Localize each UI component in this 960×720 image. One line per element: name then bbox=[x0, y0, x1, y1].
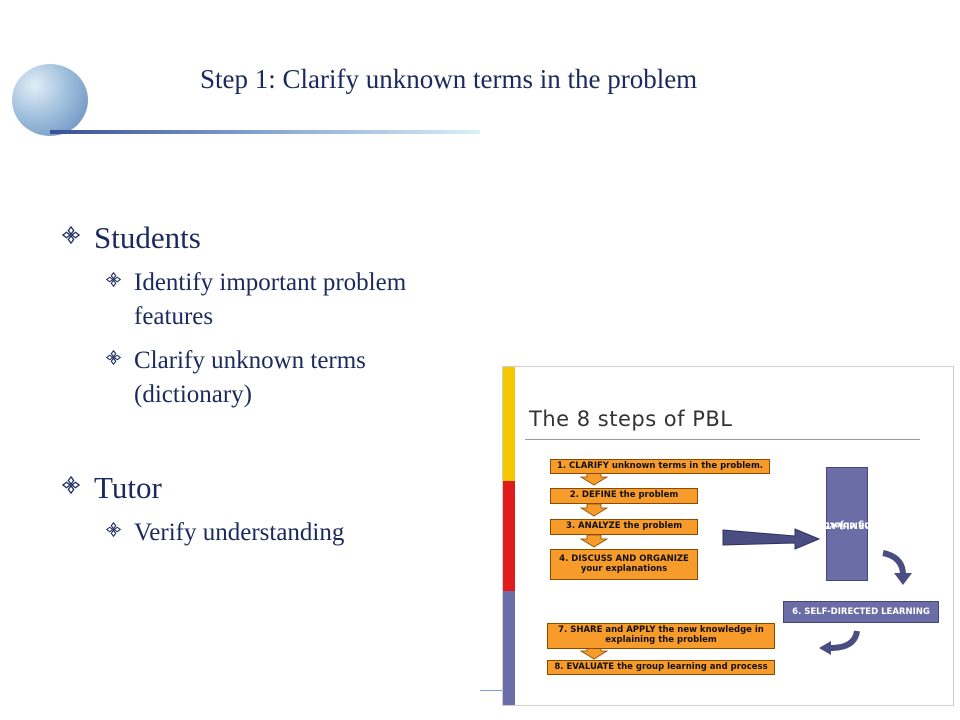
curved-arrow-icon bbox=[882, 550, 906, 576]
step-5-text: 5. FORMULATE your learning objectives bbox=[795, 477, 898, 572]
right-arrow-icon bbox=[722, 528, 821, 550]
step-2-text: 2. DEFINE the problem bbox=[569, 490, 679, 501]
bullet-students-label: Students bbox=[94, 220, 201, 255]
figure-arrows bbox=[579, 472, 912, 660]
down-arrow-icon bbox=[579, 503, 609, 517]
bullet-identify-features-text: Identify important problem features bbox=[134, 269, 407, 330]
bullet-students: Students bbox=[62, 220, 462, 256]
figure-title-rule bbox=[525, 439, 920, 440]
step-5-box: 5. FORMULATE your learning objectives bbox=[795, 467, 898, 581]
step-2-box: 2. DEFINE the problem bbox=[550, 488, 698, 504]
step-1-text: 1. CLARIFY unknown terms in the problem. bbox=[556, 460, 764, 471]
step-4-text-line1: 4. DISCUSS AND ORGANIZE bbox=[559, 553, 689, 564]
step-6-text: 6. SELF-DIRECTED LEARNING bbox=[792, 607, 930, 617]
step-7-box: 7. SHARE and APPLY the new knowledge in … bbox=[547, 623, 775, 649]
figure-title: The 8 steps of PBL bbox=[529, 407, 733, 431]
four-diamond-bullet-icon bbox=[106, 272, 134, 287]
four-diamond-bullet-icon bbox=[106, 522, 134, 537]
bullet-identify-features: Identify important problem features bbox=[106, 266, 462, 334]
step-7-text-line1: 7. SHARE and APPLY the new knowledge in bbox=[558, 625, 764, 636]
step-7-text-line2: explaining the problem bbox=[605, 635, 717, 645]
bullet-tutor-label: Tutor bbox=[94, 470, 162, 505]
down-arrow-icon bbox=[579, 534, 609, 548]
title-underline bbox=[50, 130, 480, 134]
bullet-list: Students Identify important problem feat… bbox=[62, 220, 462, 560]
color-bar-yellow bbox=[503, 367, 515, 481]
step-4-box: 4. DISCUSS AND ORGANIZE your explanation… bbox=[550, 549, 698, 580]
step-3-box: 3. ANALYZE the problem bbox=[550, 519, 698, 535]
slide-title: Step 1: Clarify unknown terms in the pro… bbox=[200, 64, 698, 94]
divider-line bbox=[480, 690, 502, 691]
bullet-clarify-terms: Clarify unknown terms (dictionary) bbox=[106, 344, 462, 412]
four-diamond-bullet-icon bbox=[106, 350, 134, 365]
decorative-circle bbox=[12, 64, 88, 136]
color-bar-purple bbox=[503, 591, 515, 705]
step-6-box: 6. SELF-DIRECTED LEARNING bbox=[783, 601, 939, 623]
step-4-text-line2: your explanations bbox=[580, 563, 668, 574]
step-3-text: 3. ANALYZE the problem bbox=[565, 521, 683, 532]
bullet-verify-understanding-text: Verify understanding bbox=[134, 519, 345, 546]
four-diamond-bullet-icon bbox=[62, 226, 94, 244]
bullet-tutor: Tutor bbox=[62, 470, 462, 506]
step-8-box: 8. EVALUATE the group learning and proce… bbox=[547, 660, 775, 675]
bullet-verify-understanding: Verify understanding bbox=[106, 516, 462, 550]
step-5-text-line2: learning objectives bbox=[806, 519, 898, 530]
color-bar-red bbox=[503, 481, 515, 591]
curved-arrow-icon bbox=[829, 630, 860, 651]
four-diamond-bullet-icon bbox=[62, 476, 94, 494]
bullet-clarify-terms-text: Clarify unknown terms (dictionary) bbox=[134, 347, 366, 408]
pbl-steps-figure: The 8 steps of PBL 1. CLARIFY unknown te… bbox=[502, 366, 954, 706]
down-arrow-icon bbox=[579, 472, 609, 486]
step-8-text: 8. EVALUATE the group learning and proce… bbox=[554, 661, 768, 672]
step-1-box: 1. CLARIFY unknown terms in the problem. bbox=[550, 459, 770, 474]
